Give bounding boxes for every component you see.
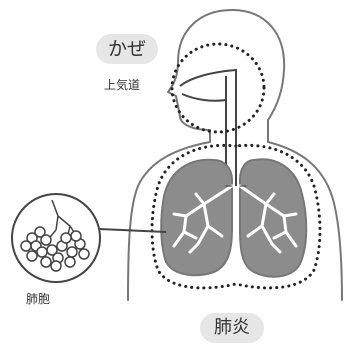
- upper-airway-label: 上気道: [104, 76, 140, 93]
- pneumonia-label: 肺炎: [200, 313, 264, 343]
- left-lung: [161, 160, 232, 275]
- cold-label: かぜ: [96, 34, 158, 64]
- upper-airway-dotted-outline: [172, 44, 264, 132]
- alveoli-label: 肺胞: [26, 290, 50, 307]
- right-lung: [240, 159, 306, 276]
